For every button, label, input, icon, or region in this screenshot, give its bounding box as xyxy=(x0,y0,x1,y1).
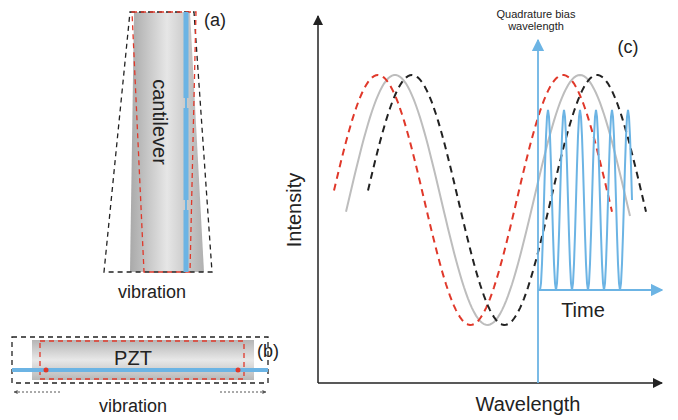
pzt-body xyxy=(32,340,254,380)
spectrum-curve xyxy=(368,75,646,325)
motion-label: vibration xyxy=(118,283,186,303)
displaced-outline xyxy=(104,12,212,272)
axis-title: Wavelength xyxy=(476,393,581,415)
cantilever: cantilever xyxy=(140,62,180,182)
fiber-taper xyxy=(185,98,187,210)
axis-title: Quadrature bias wavelength xyxy=(476,8,596,32)
y-axis xyxy=(317,16,319,383)
panel-tag: (b) xyxy=(257,342,279,362)
displaced-outline xyxy=(12,337,268,383)
pzt-label: PZT xyxy=(114,347,152,369)
fiber xyxy=(184,12,189,272)
fix-point xyxy=(236,368,241,373)
displaced-outline xyxy=(40,341,244,379)
motion-label: vibration xyxy=(99,397,167,417)
panel-tag: (a) xyxy=(204,11,226,31)
panel-tag: (c) xyxy=(618,38,639,58)
motion-arrow xyxy=(220,392,266,393)
x-axis xyxy=(318,382,662,384)
motion-arrow xyxy=(14,392,60,393)
axis-title: Time xyxy=(558,299,608,321)
signal-curve xyxy=(540,110,632,290)
bias-axis xyxy=(537,40,539,383)
cantilever-label: cantilever xyxy=(149,79,171,165)
cantilever-body xyxy=(130,12,204,272)
spectrum-curve xyxy=(334,75,612,325)
displaced-outline xyxy=(132,12,196,272)
axis-title: Intensity xyxy=(283,173,305,247)
fix-point xyxy=(44,368,49,373)
pzt-actuator: PZT xyxy=(93,343,173,373)
